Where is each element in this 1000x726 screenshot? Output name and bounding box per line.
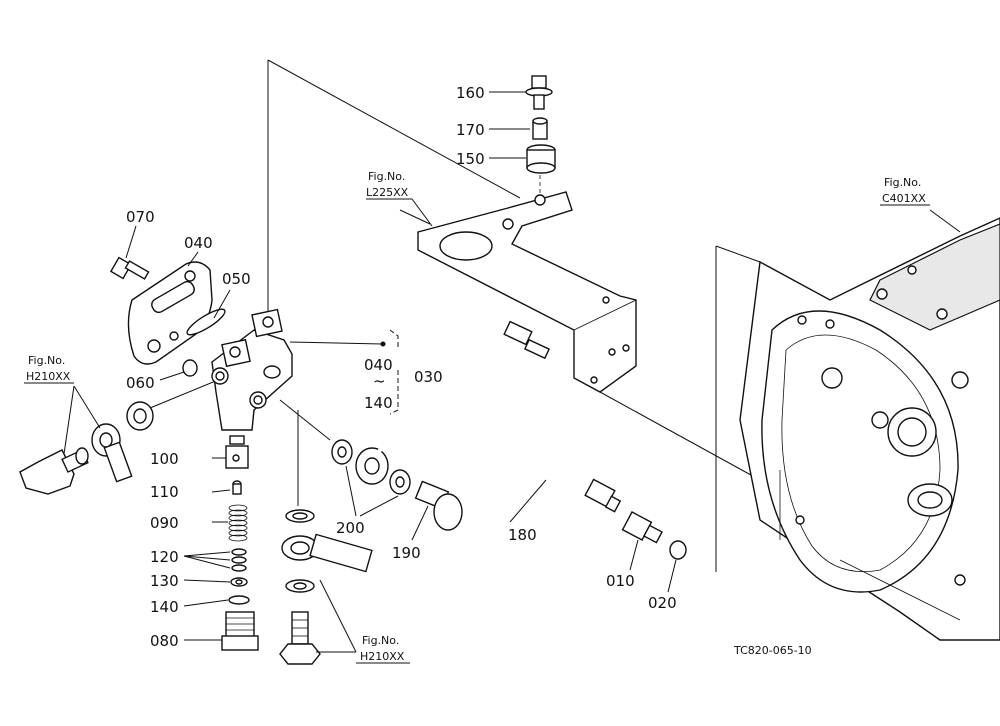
fig-ref-l225-line2: L225XX [366, 186, 409, 199]
callout-010: 010 [606, 572, 635, 590]
pointer-dot [380, 341, 386, 347]
range-to-140: 140 [364, 394, 393, 412]
drawing-code: TC820-065-10 [733, 644, 812, 657]
fig-ref-h210-bottom-line2: H210XX [360, 650, 405, 663]
fig-ref-c401-line1: Fig.No. [884, 176, 921, 189]
fig-ref-h210-left-line1: Fig.No. [28, 354, 65, 367]
callout-170: 170 [456, 121, 485, 139]
collar-170 [532, 117, 548, 140]
callout-130: 130 [150, 572, 179, 590]
fig-ref-c401-line2: C401XX [882, 192, 926, 205]
cushion-150 [526, 144, 556, 174]
fig-ref-l225-line1: Fig.No. [368, 170, 405, 183]
range-bracket [389, 329, 399, 415]
callout-190: 190 [392, 544, 421, 562]
callout-120: 120 [150, 548, 179, 566]
cover-040 [127, 261, 213, 365]
callout-100: 100 [150, 450, 179, 468]
callout-150: 150 [456, 150, 485, 168]
callout-200: 200 [336, 519, 365, 537]
o-ring-060 [182, 359, 198, 377]
bracket-l225 [417, 191, 637, 393]
bolt-160 [525, 75, 553, 110]
fig-ref-h210-left-line2: H210XX [26, 370, 71, 383]
callout-050: 050 [222, 270, 251, 288]
callout-020: 020 [648, 594, 677, 612]
callout-040: 040 [184, 234, 213, 252]
adapter-010 [621, 511, 663, 544]
callout-110: 110 [150, 483, 179, 501]
reference-lines [149, 59, 761, 572]
valve-body [211, 308, 293, 431]
valve-stack [221, 435, 259, 651]
banjo-fitting-bottom [279, 509, 373, 665]
range-tilde: ~ [373, 372, 386, 390]
callout-180: 180 [508, 526, 537, 544]
transmission-case-c401 [739, 217, 1000, 641]
callout-060: 060 [126, 374, 155, 392]
range-from-040: 040 [364, 356, 393, 374]
callout-140: 140 [150, 598, 179, 616]
callout-160: 160 [456, 84, 485, 102]
spring-090 [228, 504, 248, 542]
callout-070: 070 [126, 208, 155, 226]
banjo-fitting-left [19, 401, 154, 495]
bolt-070 [109, 256, 150, 280]
callout-080: 080 [150, 632, 179, 650]
o-ring-020 [669, 540, 687, 560]
fig-ref-h210-bottom-line1: Fig.No. [362, 634, 399, 647]
callout-030: 030 [414, 368, 443, 386]
callout-090: 090 [150, 514, 179, 532]
pipe-assembly [331, 419, 622, 531]
